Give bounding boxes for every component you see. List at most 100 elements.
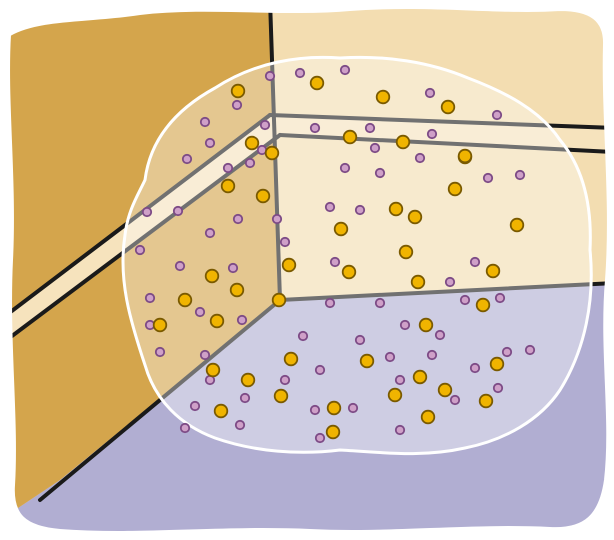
purple-particle [224,164,232,172]
purple-particle [494,384,502,392]
purple-particle [281,238,289,246]
yellow-particle [273,294,286,307]
purple-particle [238,316,246,324]
yellow-particle [283,259,296,272]
purple-particle [493,111,501,119]
purple-particle [241,394,249,402]
purple-particle [146,294,154,302]
yellow-particle [422,411,435,424]
purple-particle [206,139,214,147]
purple-particle [366,124,374,132]
purple-particle [428,351,436,359]
purple-particle [386,353,394,361]
purple-particle [496,294,504,302]
purple-particle [428,130,436,138]
yellow-particle [414,371,427,384]
yellow-particle [491,358,504,371]
purple-particle [461,296,469,304]
purple-particle [296,69,304,77]
purple-particle [229,264,237,272]
yellow-particle [327,426,340,439]
yellow-particle [511,219,524,232]
yellow-particle [232,85,245,98]
yellow-particle [285,353,298,366]
yellow-particle [449,183,462,196]
purple-particle [426,89,434,97]
purple-particle [174,207,182,215]
purple-particle [526,346,534,354]
yellow-particle [361,355,374,368]
purple-particle [356,206,364,214]
purple-particle [416,154,424,162]
purple-particle [471,258,479,266]
yellow-particle [390,203,403,216]
purple-particle [401,321,409,329]
purple-particle [451,396,459,404]
purple-particle [156,348,164,356]
purple-particle [326,203,334,211]
yellow-particle [409,211,422,224]
yellow-particle [179,294,192,307]
purple-particle [516,171,524,179]
purple-particle [299,332,307,340]
purple-particle [316,366,324,374]
yellow-particle [389,389,402,402]
purple-particle [484,174,492,182]
yellow-particle [328,402,341,415]
yellow-particle [459,150,472,163]
yellow-particle [311,77,324,90]
yellow-particle [275,390,288,403]
purple-particle [471,364,479,372]
purple-particle [341,164,349,172]
purple-particle [261,121,269,129]
purple-particle [316,434,324,442]
purple-particle [176,262,184,270]
purple-particle [396,426,404,434]
yellow-particle [477,299,490,312]
yellow-particle [412,276,425,289]
purple-particle [233,101,241,109]
purple-particle [143,208,151,216]
yellow-particle [397,136,410,149]
yellow-particle [257,190,270,203]
purple-particle [181,424,189,432]
purple-particle [281,376,289,384]
purple-particle [266,72,274,80]
purple-particle [349,404,357,412]
purple-particle [503,348,511,356]
yellow-particle [246,137,259,150]
yellow-particle [343,266,356,279]
purple-particle [246,159,254,167]
yellow-particle [335,223,348,236]
yellow-particle [487,265,500,278]
purple-particle [191,402,199,410]
yellow-particle [211,315,224,328]
yellow-particle [222,180,235,193]
purple-particle [376,169,384,177]
yellow-particle [420,319,433,332]
yellow-particle [242,374,255,387]
purple-particle [331,258,339,266]
yellow-particle [442,101,455,114]
purple-particle [356,336,364,344]
purple-particle [311,124,319,132]
particle-cloud [123,57,591,453]
purple-particle [446,278,454,286]
purple-particle [201,351,209,359]
purple-particle [183,155,191,163]
yellow-particle [439,384,452,397]
purple-particle [326,299,334,307]
yellow-particle [266,147,279,160]
purple-particle [436,331,444,339]
purple-particle [273,215,281,223]
purple-particle [196,308,204,316]
purple-particle [206,229,214,237]
purple-particle [376,299,384,307]
yellow-particle [231,284,244,297]
yellow-particle [344,131,357,144]
purple-particle [311,406,319,414]
purple-particle [236,421,244,429]
